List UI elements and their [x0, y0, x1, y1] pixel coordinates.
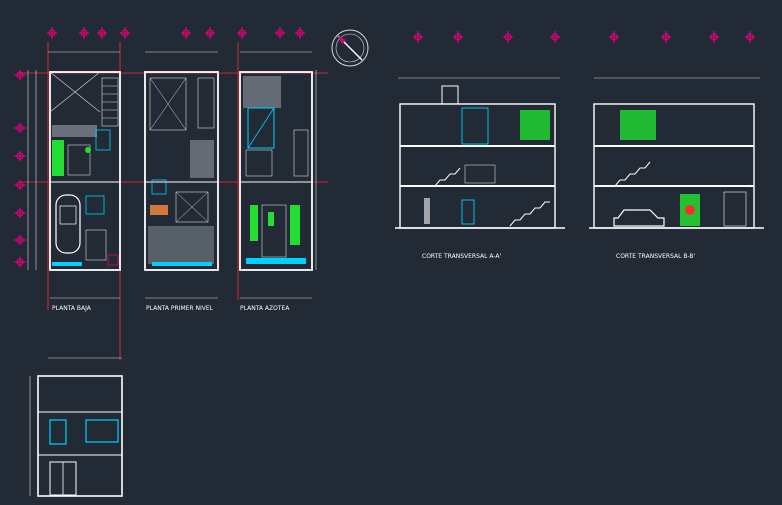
- label-section-aa: CORTE TRANSVERSAL A-A': [422, 253, 501, 260]
- label-plan-ground: PLANTA BAJA: [52, 305, 92, 312]
- plan-roof: [239, 71, 313, 271]
- label-plan-first: PLANTA PRIMER NIVEL: [146, 305, 214, 312]
- section-a-a: [395, 77, 565, 229]
- front-elevation: [29, 357, 123, 497]
- label-plan-roof: PLANTA AZOTEA: [240, 305, 290, 312]
- north-arrow: [331, 29, 369, 67]
- axis-markers-top: [47, 27, 755, 43]
- plan-dimension-lines: [27, 51, 317, 299]
- plan-ground-floor: [49, 71, 121, 271]
- label-section-bb: CORTE TRANSVERSAL B-B': [616, 253, 696, 260]
- grid-axes: [18, 42, 328, 360]
- section-b-b: [589, 77, 764, 229]
- plan-first-floor: [144, 71, 219, 271]
- axis-markers-left: [14, 70, 26, 267]
